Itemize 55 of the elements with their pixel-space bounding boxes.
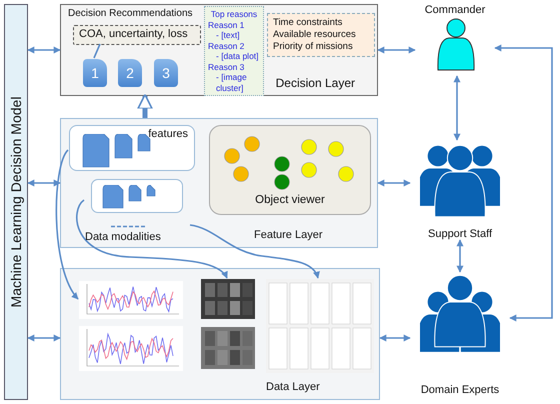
- double-arrow: [27, 180, 61, 186]
- option-number: 1: [91, 65, 99, 81]
- double-arrow: [456, 239, 464, 273]
- constraints-box: [267, 13, 375, 57]
- layer-title: Data Layer: [266, 381, 320, 393]
- side-band: [4, 4, 28, 400]
- layer-panel: [60, 4, 378, 96]
- list-item: Reason 2: [208, 40, 246, 51]
- picture: [201, 327, 255, 369]
- option-number: 3: [162, 65, 170, 81]
- block-arrow: [137, 94, 153, 118]
- double-arrow: [454, 75, 460, 141]
- list-item: - [text]: [215, 30, 241, 40]
- option-tab: [83, 59, 107, 87]
- list-item: - [image cluster]: [215, 72, 248, 93]
- list-item: Time constraints: [273, 17, 344, 29]
- picture: [201, 279, 255, 319]
- callout-text: COA, uncertainty, loss: [79, 28, 188, 40]
- reasons-panel: [204, 6, 264, 96]
- list-item: Available resources: [273, 29, 357, 41]
- option-tab: [118, 59, 142, 87]
- double-arrow: [377, 46, 416, 54]
- list-item: Reason 1: [208, 20, 246, 30]
- layer-title: Decision Layer: [276, 76, 355, 90]
- double-arrow: [494, 44, 553, 322]
- layer-panel: [60, 118, 378, 248]
- list-heading: Top reasons: [210, 9, 258, 20]
- callout-box: [73, 25, 201, 45]
- double-arrow: [377, 180, 411, 186]
- card-label: Data modalities: [85, 231, 161, 243]
- double-arrow: [379, 334, 411, 342]
- list-item: - [data plot]: [215, 51, 260, 62]
- leader-line: [93, 44, 101, 58]
- double-arrow: [27, 334, 61, 342]
- layer-title: Feature Layer: [254, 229, 322, 241]
- viewer-title: Object viewer: [255, 194, 325, 206]
- card-label: features: [148, 128, 188, 140]
- viewer-panel: [209, 125, 371, 215]
- feature-card: [69, 125, 195, 171]
- band-title: Machine Learning Decision Model: [8, 96, 24, 308]
- picture: [79, 326, 183, 371]
- picture: [79, 281, 183, 319]
- option-number: 2: [126, 65, 134, 81]
- group-label: Domain Experts: [420, 384, 500, 396]
- list-item: Priority of missions: [273, 41, 354, 53]
- group-label: Support Staff: [428, 228, 492, 240]
- layer-panel: [60, 268, 380, 400]
- option-tab: [154, 59, 178, 87]
- arrow: [190, 224, 320, 279]
- section-heading: Decision Recommendations: [68, 8, 193, 19]
- person-label: Commander: [424, 4, 486, 16]
- arrow: [56, 150, 79, 300]
- list-item: Reason 3: [208, 62, 246, 72]
- arrow: [76, 199, 228, 279]
- double-arrow: [27, 46, 61, 54]
